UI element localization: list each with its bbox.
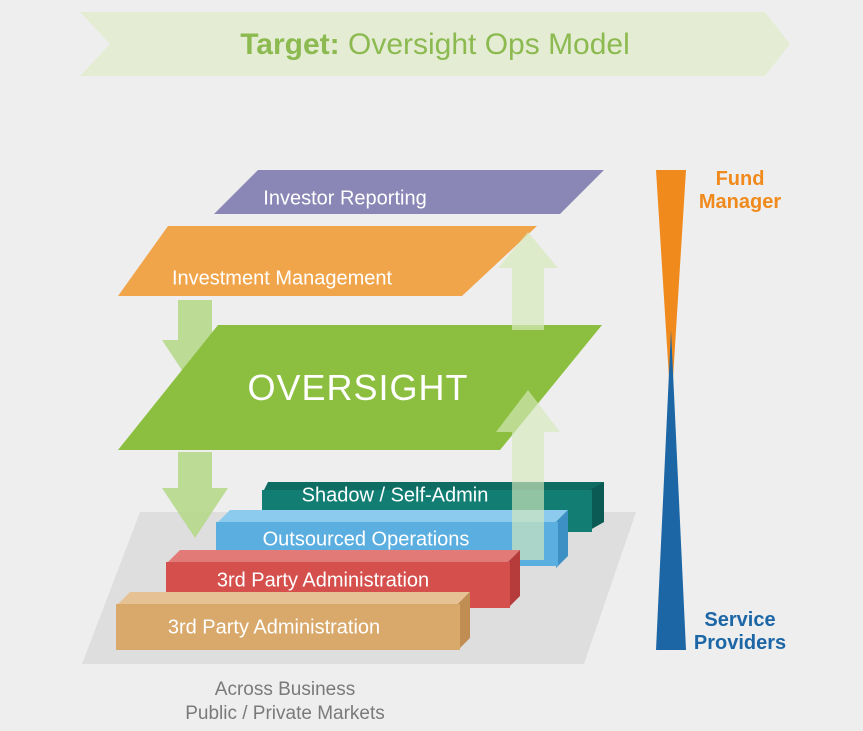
fund-manager-line2: Manager [698, 191, 782, 213]
footer-caption: Across Business Public / Private Markets [140, 678, 430, 726]
title-rest: Oversight Ops Model [348, 28, 630, 61]
down-arrow-upper [162, 300, 228, 390]
service-providers-line2: Providers [693, 632, 787, 654]
outsourced-block-side [556, 510, 568, 568]
up-arrow-lower [496, 390, 560, 560]
investor-reporting-label: Investor Reporting [263, 187, 427, 210]
service-providers-wedge [656, 330, 686, 650]
shadow-self-admin-label: Shadow / Self-Admin [301, 484, 489, 507]
shadow-block-side [590, 482, 604, 530]
fund-manager-label: Fund Manager [690, 168, 790, 214]
fund-manager-wedge [656, 170, 686, 410]
footer-line2: Public / Private Markets [185, 703, 385, 724]
oversight-label: OVERSIGHT [247, 367, 469, 408]
third-party-administration-label-1: 3rd Party Administration [216, 569, 430, 592]
up-arrow-upper [498, 232, 558, 330]
third-party-2-block-front [116, 604, 460, 650]
investment-management-label: Investment Management [171, 267, 393, 290]
third-party-1-block-top [168, 550, 520, 562]
investment-management-layer [118, 226, 537, 296]
outsourced-operations-label: Outsourced Operations [262, 528, 470, 551]
outsourced-block-top [218, 510, 568, 522]
title-bold: Target: [240, 28, 340, 61]
third-party-administration-label-2: 3rd Party Administration [167, 616, 381, 639]
investor-reporting-layer [214, 170, 604, 214]
banner-arrow [80, 12, 790, 76]
fund-manager-line1: Fund [715, 168, 765, 190]
third-party-2-block-side [458, 592, 470, 650]
service-providers-label: Service Providers [690, 609, 790, 655]
third-party-2-block-top [118, 592, 470, 604]
third-party-1-block-side [508, 550, 520, 608]
page-title: Target: Oversight Ops Model [80, 28, 790, 62]
oversight-layer [118, 325, 602, 450]
down-arrow-lower [162, 452, 228, 538]
footer-line1: Across Business [214, 679, 356, 700]
service-providers-line1: Service [704, 609, 776, 631]
